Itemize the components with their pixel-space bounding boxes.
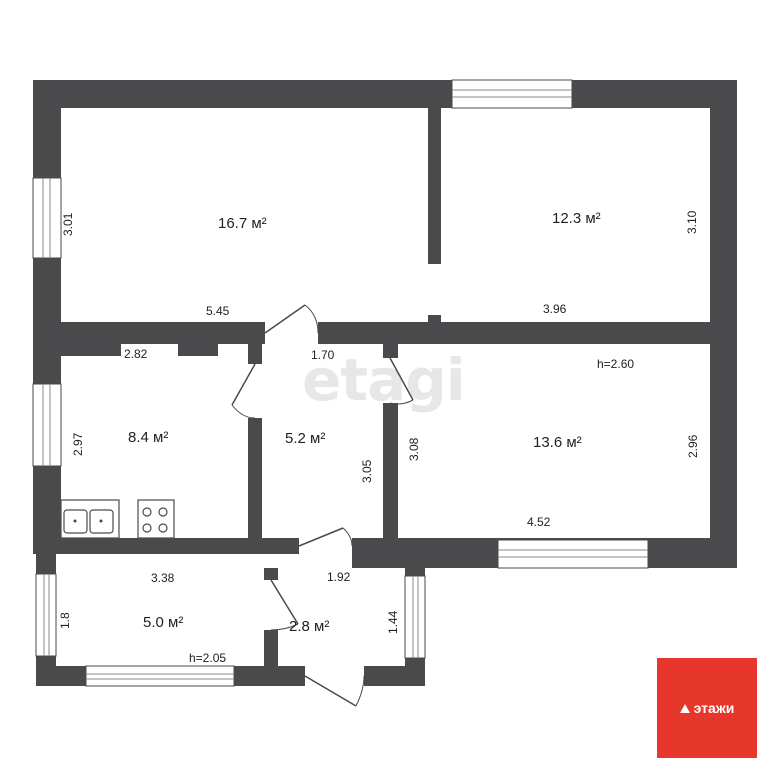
area-vestibule: 2.8 м² xyxy=(289,618,329,635)
kitchen-shelf-right xyxy=(178,344,218,356)
logo-text: этажи xyxy=(693,700,735,716)
height-2-60: h=2.60 xyxy=(597,357,634,371)
windows xyxy=(32,79,649,687)
wall-middle-left xyxy=(33,322,265,344)
dim-3-38: 3.38 xyxy=(151,571,175,585)
dim-2-96: 2.96 xyxy=(686,434,700,458)
vestibule-wall-bottom xyxy=(364,666,425,686)
dim-3-08: 3.08 xyxy=(407,437,421,461)
dim-2-82: 2.82 xyxy=(124,347,148,361)
dimensions: 3.01 5.45 3.96 3.10 2.82 2.97 1.70 3.05 … xyxy=(58,210,700,665)
veranda-divider xyxy=(264,630,278,686)
room-areas: 16.7 м² 12.3 м² 8.4 м² 5.2 м² 13.6 м² 5.… xyxy=(128,210,601,635)
window-vestibule-right xyxy=(404,575,426,659)
area-room-3: 13.6 м² xyxy=(533,434,582,451)
dim-4-52: 4.52 xyxy=(527,515,551,529)
dim-2-97: 2.97 xyxy=(71,432,85,456)
area-hall: 5.2 м² xyxy=(285,430,325,447)
window-left-upper xyxy=(32,177,62,259)
hall-left-jamb xyxy=(248,344,262,364)
kitchen-fixtures xyxy=(60,499,175,539)
height-2-05: h=2.05 xyxy=(189,651,226,665)
partition-rooms xyxy=(428,108,441,264)
veranda-divider-jamb xyxy=(264,568,278,580)
house-icon xyxy=(679,703,690,713)
window-veranda-bottom xyxy=(85,665,235,687)
door-entrance xyxy=(304,675,365,707)
hall-right-wall xyxy=(383,403,398,538)
area-room-2: 12.3 м² xyxy=(552,210,601,227)
door-veranda xyxy=(270,579,299,631)
dim-3-96: 3.96 xyxy=(543,302,567,316)
dim-1-70: 1.70 xyxy=(311,348,335,362)
area-kitchen: 8.4 м² xyxy=(128,429,168,446)
wall-middle-right xyxy=(318,322,737,344)
window-top xyxy=(451,79,573,109)
stove-icon xyxy=(137,499,175,539)
doors xyxy=(231,304,414,707)
wall-left xyxy=(33,80,61,554)
window-bottom-room xyxy=(497,539,649,569)
dim-3-05: 3.05 xyxy=(360,459,374,483)
door-hall-bottom xyxy=(298,527,353,547)
dim-1-44: 1.44 xyxy=(386,610,400,634)
door-room3 xyxy=(389,357,414,405)
partition-stub xyxy=(428,315,441,325)
hall-left-wall xyxy=(248,418,262,538)
wall-lower-left xyxy=(33,538,299,554)
dim-3-01: 3.01 xyxy=(61,212,75,236)
dim-3-10: 3.10 xyxy=(685,210,699,234)
etazhi-logo: этажи xyxy=(657,658,757,758)
door-room1 xyxy=(264,304,319,334)
sink-icon xyxy=(60,499,120,539)
dim-1-92: 1.92 xyxy=(327,570,351,584)
window-veranda-left xyxy=(35,573,57,657)
dim-5-45: 5.45 xyxy=(206,304,230,318)
area-veranda: 5.0 м² xyxy=(143,614,183,631)
dim-1-8: 1.8 xyxy=(58,612,72,629)
area-room-1: 16.7 м² xyxy=(218,215,267,232)
wall-top xyxy=(33,80,737,108)
window-left-kitchen xyxy=(32,383,62,467)
door-kitchen xyxy=(231,363,256,419)
hall-right-jamb xyxy=(383,344,398,358)
kitchen-shelf-left xyxy=(61,344,121,356)
